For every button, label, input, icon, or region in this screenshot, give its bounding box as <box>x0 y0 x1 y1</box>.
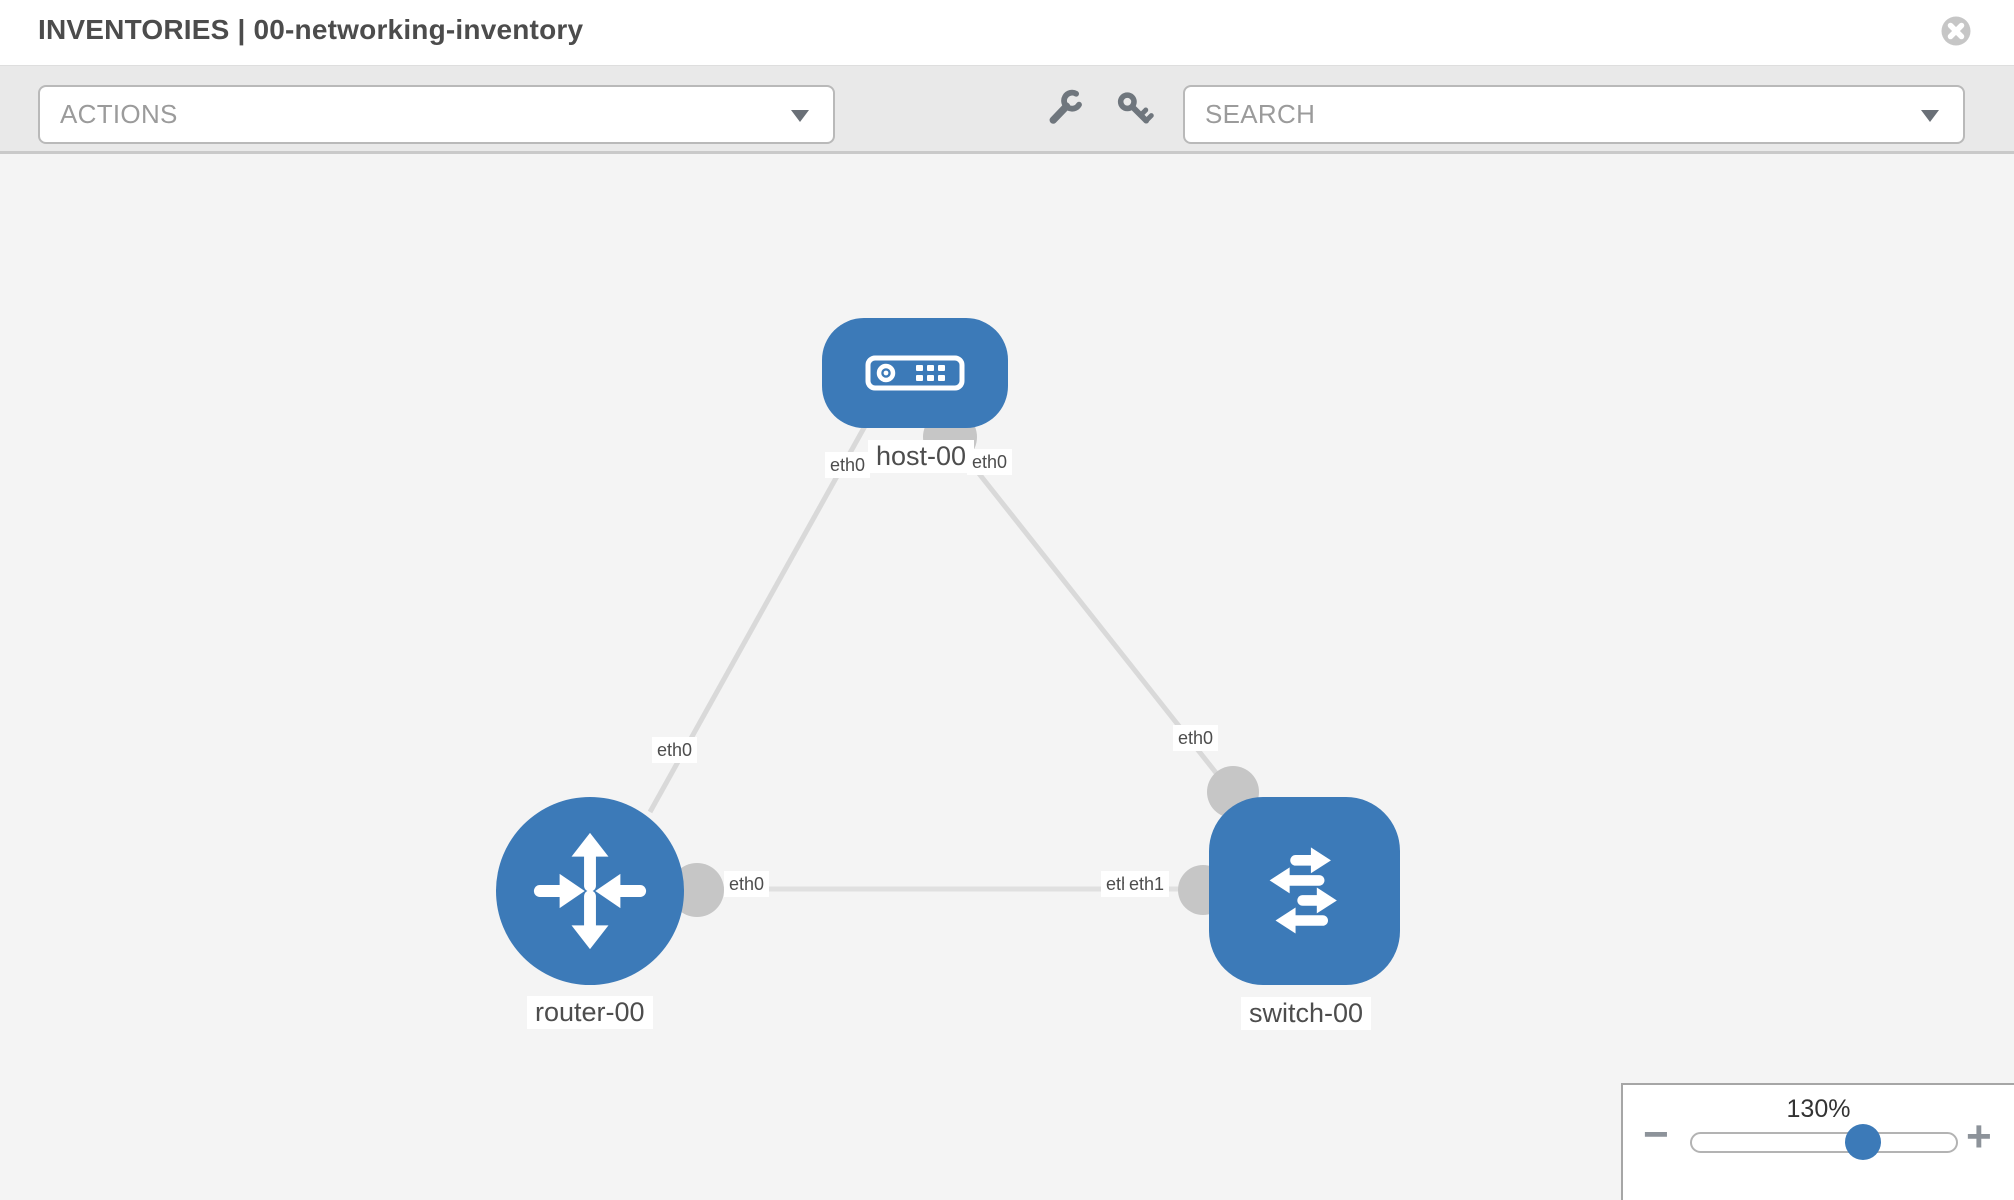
interface-connector[interactable] <box>670 863 724 917</box>
close-icon <box>1941 16 1971 46</box>
node-switch-00[interactable] <box>1209 797 1400 985</box>
tools-button[interactable] <box>1046 89 1086 129</box>
actions-dropdown[interactable]: ACTIONS <box>38 85 835 144</box>
search-dropdown[interactable]: SEARCH <box>1183 85 1965 144</box>
node-router-00[interactable] <box>496 797 684 985</box>
header: INVENTORIES | 00-networking-inventory <box>0 0 2014 65</box>
close-button[interactable] <box>1941 16 1971 46</box>
interface-label: eth0 <box>967 449 1013 475</box>
key-button[interactable] <box>1114 89 1154 129</box>
node-host-00[interactable] <box>822 318 1008 428</box>
zoom-slider-track[interactable] <box>1690 1132 1958 1153</box>
interface-label: eth0 <box>1173 725 1219 751</box>
toolbar: ACTIONS SEARCH <box>0 65 2014 154</box>
interface-label: eth0 <box>652 737 698 763</box>
chevron-down-icon <box>1921 110 1939 122</box>
zoom-out-button[interactable]: − <box>1643 1110 1669 1159</box>
node-label-host: host-00 <box>868 440 975 473</box>
interface-label: eth1 <box>1124 871 1170 897</box>
host-icon <box>865 355 965 391</box>
interface-label: eth0 <box>825 452 871 478</box>
node-label-router: router-00 <box>527 996 653 1029</box>
chevron-down-icon <box>791 110 809 122</box>
zoom-panel: 130% − + <box>1621 1083 2014 1200</box>
zoom-in-button[interactable]: + <box>1966 1112 1992 1161</box>
search-dropdown-label: SEARCH <box>1205 99 1316 129</box>
zoom-slider-thumb[interactable] <box>1845 1124 1881 1160</box>
interface-label: eth0 <box>724 871 770 897</box>
wrench-icon <box>1049 89 1082 124</box>
switch-icon <box>1269 847 1337 934</box>
key-icon <box>1117 92 1154 124</box>
router-icon <box>533 832 647 950</box>
page-title: INVENTORIES | 00-networking-inventory <box>38 14 584 45</box>
actions-dropdown-label: ACTIONS <box>60 99 178 129</box>
topology-canvas[interactable] <box>0 154 2014 1200</box>
node-label-switch: switch-00 <box>1241 997 1372 1030</box>
zoom-level: 130% <box>1786 1095 1851 1123</box>
